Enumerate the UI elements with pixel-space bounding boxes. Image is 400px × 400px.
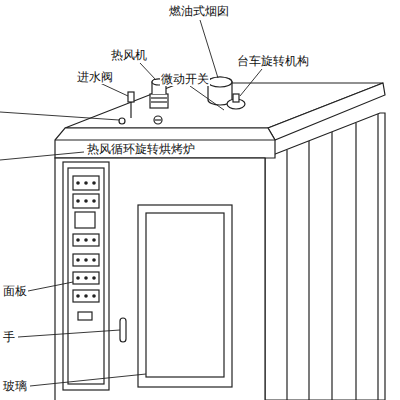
panel-button xyxy=(84,181,88,185)
panel-button xyxy=(76,294,80,298)
panel-button xyxy=(84,238,88,242)
panel-button xyxy=(76,199,80,203)
part-label: 热风机 xyxy=(110,48,148,62)
part-label: 玻璃 xyxy=(2,379,28,393)
lid-band xyxy=(55,128,275,158)
panel-button xyxy=(84,258,88,262)
panel-button xyxy=(92,294,96,298)
oven-front xyxy=(55,158,265,400)
panel-button xyxy=(92,238,96,242)
part-label: 手 xyxy=(2,330,16,344)
oven-side xyxy=(265,113,385,400)
part-label: 燃油式烟囱 xyxy=(168,4,230,18)
oven-door xyxy=(120,205,232,387)
panel-button xyxy=(76,238,80,242)
water-valve xyxy=(128,92,134,118)
panel-button xyxy=(92,199,96,203)
lid-side xyxy=(268,83,385,140)
panel-button xyxy=(84,276,88,280)
panel-button xyxy=(92,258,96,262)
side-panel-lines xyxy=(287,114,378,400)
rotation-mechanism xyxy=(227,94,245,109)
panel-button xyxy=(84,294,88,298)
panel-button xyxy=(76,258,80,262)
panel-button xyxy=(76,181,80,185)
panel-buttons xyxy=(76,181,96,298)
control-panel xyxy=(63,162,109,390)
micro-switch xyxy=(119,116,162,124)
panel-button xyxy=(92,181,96,185)
part-label: 热风循环旋转烘烤炉 xyxy=(86,142,196,156)
part-label: 台车旋转机构 xyxy=(236,54,310,68)
part-label: 进水阀 xyxy=(76,70,114,84)
leader-lines xyxy=(0,20,262,386)
panel-button xyxy=(84,199,88,203)
part-label: 面板 xyxy=(2,284,28,298)
panel-button xyxy=(76,276,80,280)
part-label: 微动开关 xyxy=(160,72,210,86)
panel-button xyxy=(92,276,96,280)
